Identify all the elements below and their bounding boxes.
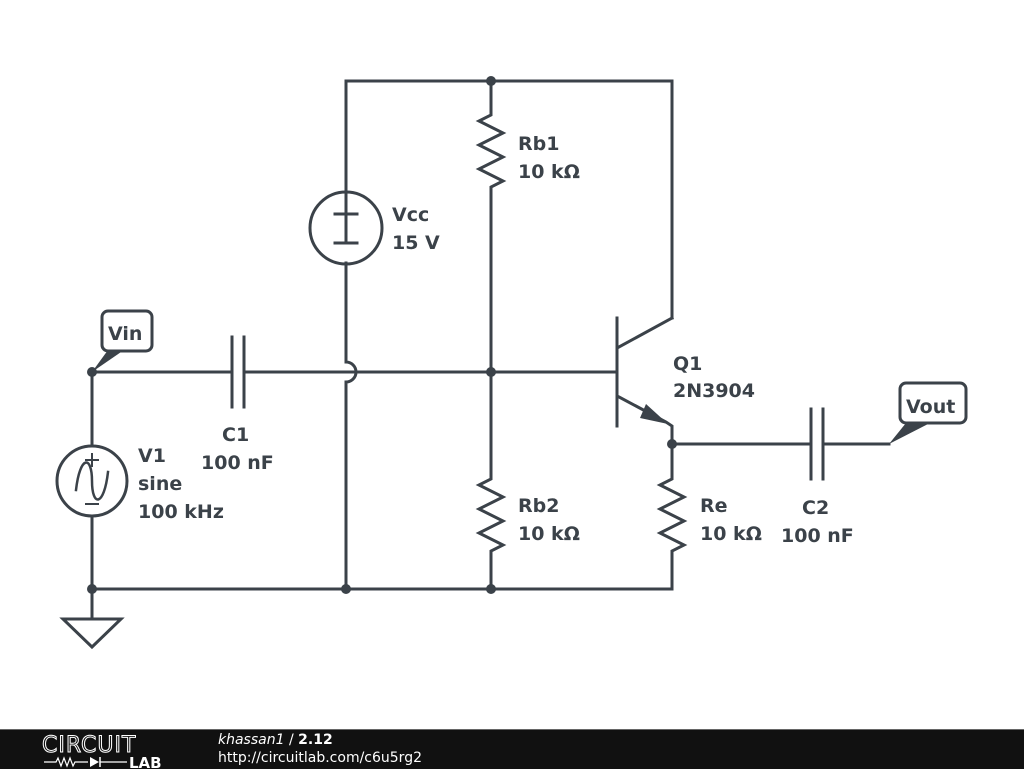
- c2-name: C2: [802, 497, 829, 519]
- transistor-collector: [616, 315, 675, 350]
- wire-vcc-hop: [344, 261, 358, 591]
- q1-name: Q1: [673, 353, 702, 375]
- footer-url[interactable]: http://circuitlab.com/c6u5rg2: [218, 750, 422, 766]
- wires: [90, 79, 891, 620]
- net-label-pointer-icon: [92, 350, 124, 372]
- resistor-logo-icon: [44, 756, 88, 768]
- junction-dot: [87, 584, 97, 594]
- transistor-emitter: [616, 394, 674, 434]
- v1-name: V1: [138, 445, 166, 467]
- resistor-icon: [475, 475, 507, 559]
- capacitor-c2[interactable]: C2 100 nF: [781, 407, 854, 547]
- schematic-canvas: Vcc 15 V Rb1 10 kΩ Rb2 10 kΩ Re 10 kΩ Q1…: [55, 76, 968, 650]
- rb2-value: 10 kΩ: [518, 523, 580, 545]
- transistor-q1[interactable]: Q1 2N3904: [615, 315, 755, 434]
- junction-dot: [486, 584, 496, 594]
- diode-logo-icon: [90, 757, 99, 767]
- v1-source[interactable]: V1 sine 100 kHz: [55, 444, 224, 523]
- junction-dot: [486, 76, 496, 86]
- c2-value: 100 nF: [781, 525, 854, 547]
- ground-icon: [59, 617, 125, 650]
- rb1-value: 10 kΩ: [518, 161, 580, 183]
- q1-value: 2N3904: [673, 380, 755, 402]
- vcc-value: 15 V: [392, 232, 440, 254]
- rb1-name: Rb1: [518, 133, 559, 155]
- junction-dot: [341, 584, 351, 594]
- resistor-rb1[interactable]: Rb1 10 kΩ: [475, 111, 580, 195]
- wire-top-rail: [344, 79, 674, 320]
- vcc-source[interactable]: Vcc 15 V: [308, 180, 440, 266]
- vout-net-label[interactable]: Vout: [889, 381, 968, 444]
- resistor-icon: [475, 111, 507, 195]
- capacitor-c1[interactable]: C1 100 nF: [201, 335, 274, 474]
- emitter-arrow-icon: [640, 404, 668, 424]
- vin-label-text: Vin: [108, 323, 142, 345]
- logo-top-text: CIRCUIT: [42, 733, 136, 758]
- footer-separator: /: [284, 732, 299, 748]
- sine-wave-icon: [74, 461, 110, 501]
- footer-user[interactable]: khassan1: [218, 732, 285, 748]
- c1-value: 100 nF: [201, 452, 274, 474]
- re-value: 10 kΩ: [700, 523, 762, 545]
- footer-author-line: khassan1 / 2.12: [218, 732, 333, 748]
- vin-net-label[interactable]: Vin: [92, 309, 154, 372]
- circuitlab-logo[interactable]: CIRCUIT LAB: [42, 732, 177, 769]
- resistor-rb2[interactable]: Rb2 10 kΩ: [475, 475, 580, 559]
- v1-value: 100 kHz: [138, 501, 224, 523]
- junction-dot: [486, 367, 496, 377]
- vout-label-text: Vout: [906, 396, 955, 418]
- junction-dot: [667, 439, 677, 449]
- net-label-box: [100, 309, 154, 353]
- wire-ground-rail: [90, 555, 674, 591]
- ground-symbol[interactable]: [59, 617, 125, 650]
- ac-source-icon: [55, 444, 129, 518]
- resistor-icon: [656, 475, 688, 559]
- logo-bottom-text: LAB: [129, 754, 162, 768]
- rb2-name: Rb2: [518, 495, 559, 517]
- footer-bar: CIRCUIT LAB khassan1 / 2.12 http://circu…: [0, 729, 1024, 769]
- net-label-box: [898, 381, 968, 425]
- v1-type: sine: [138, 473, 182, 495]
- re-name: Re: [700, 495, 728, 517]
- c1-name: C1: [222, 424, 249, 446]
- net-label-pointer-icon: [889, 423, 930, 444]
- vcc-name: Vcc: [392, 204, 429, 226]
- resistor-re[interactable]: Re 10 kΩ: [656, 475, 762, 559]
- footer-version: 2.12: [298, 732, 333, 748]
